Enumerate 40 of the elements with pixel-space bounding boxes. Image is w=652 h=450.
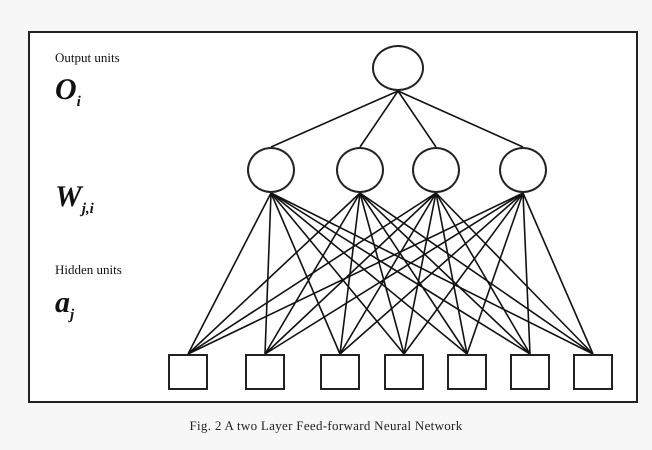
connection-line [359,192,468,354]
input-square [245,354,285,390]
layer-label: Hidden units [55,262,122,278]
connection-line [403,192,437,354]
connection-line [359,90,399,148]
input-square [384,354,424,390]
connection-line [522,192,531,354]
connection-line [339,192,437,354]
connection-line [435,192,468,354]
connection-line [339,192,361,354]
connection-line [264,192,272,354]
connection-line [270,192,341,354]
input-square [320,354,360,390]
connection-line [435,192,531,354]
connection-line [188,192,436,355]
connection-line [187,192,272,354]
input-square [168,354,208,390]
connection-line [360,192,594,355]
connection-line [188,192,524,355]
connection-line [466,192,524,354]
math-symbol: W$_{j,i}$ [55,182,94,217]
layer-label: Output units [55,50,120,66]
connection-line [522,192,594,354]
input-square [573,354,613,390]
input-square [510,354,550,390]
connection-line [187,192,361,355]
connection-line [397,90,437,148]
connection-line [264,192,437,355]
connection-line [264,192,361,354]
connection-line [270,192,594,355]
connection-line [270,192,405,354]
math-symbol: O$_{i}$ [55,75,81,110]
connection-line [398,90,524,148]
figure-caption: Fig. 2 A two Layer Feed-forward Neural Network [188,418,464,434]
input-square [447,354,487,390]
connection-line [435,192,594,355]
connection-line [270,90,398,148]
connection-line [403,192,524,354]
math-symbol: a$_{j}$ [55,288,74,323]
connection-line [359,192,405,354]
